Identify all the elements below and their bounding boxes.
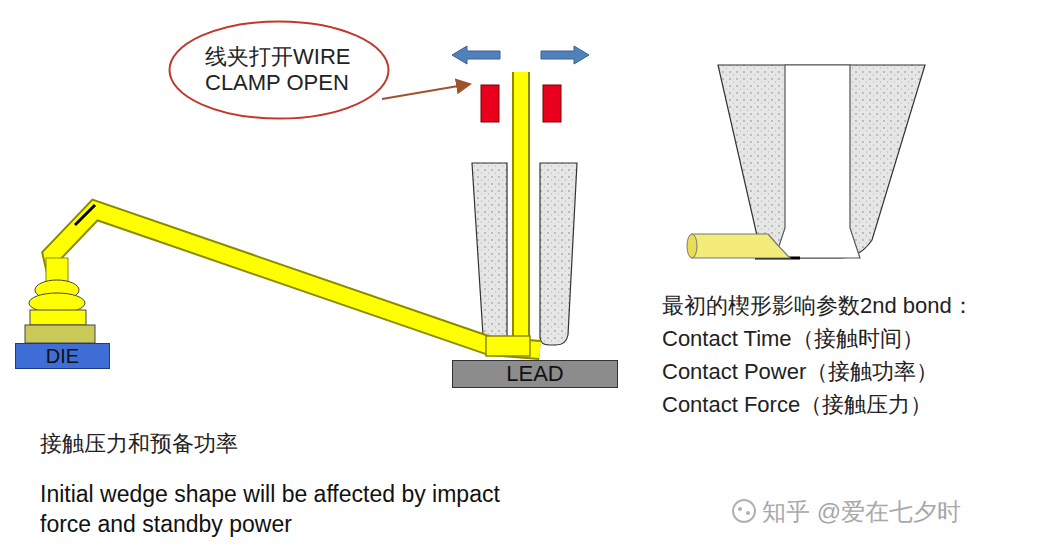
wire-feed-outline: [512, 72, 530, 345]
node-text: 线夹打开WIRE CLAMP OPEN: [205, 44, 355, 97]
wire-feed: [514, 72, 528, 345]
capillary: [472, 163, 507, 345]
node-text: LEAD: [506, 361, 563, 387]
bond-wire-outline: [52, 210, 540, 350]
bond-wire: [52, 210, 540, 350]
open-arrow: [541, 46, 589, 64]
note-english: Initial wedge shape will be affected by …: [40, 480, 510, 540]
node-text: DIE: [46, 344, 79, 368]
clamp-jaw: [481, 85, 499, 122]
wedge-bond: [486, 336, 530, 356]
open-arrow: [452, 46, 500, 64]
watermark-logo: [746, 511, 750, 515]
callout-outline: [170, 22, 389, 119]
wire-edge: [75, 205, 95, 225]
bond-pad: [25, 325, 95, 343]
callout-ellipse: 线夹打开WIRE CLAMP OPEN: [168, 20, 390, 120]
die-block-fill: [16, 344, 110, 369]
lead-frame: LEAD: [452, 360, 618, 388]
wire-stub: [692, 234, 790, 258]
parameter-item: Contact Force（接触压力）: [662, 391, 932, 420]
note-chinese: 接触压力和预备功率: [40, 430, 238, 459]
capillary-hole: [775, 65, 860, 258]
wire-stub-end: [687, 234, 697, 258]
capillary-section: [718, 65, 925, 258]
clamp-jaw: [543, 85, 561, 122]
capillary: [540, 163, 577, 345]
lead-frame-fill: [453, 361, 618, 388]
watermark-logo: [733, 500, 755, 522]
watermark-logo: [738, 507, 742, 511]
parameter-item: Contact Time（接触时间）: [662, 325, 924, 354]
ball-neck: [46, 258, 68, 282]
watermark: 知乎 @爱在七夕时: [762, 496, 961, 527]
ball-bond: [30, 310, 86, 325]
die-block: DIE: [15, 343, 110, 369]
parameter-item: Contact Power（接触功率）: [662, 358, 938, 387]
parameter-heading: 最初的楔形影响参数2nd bond：: [662, 292, 974, 321]
leader-line: [382, 84, 470, 99]
